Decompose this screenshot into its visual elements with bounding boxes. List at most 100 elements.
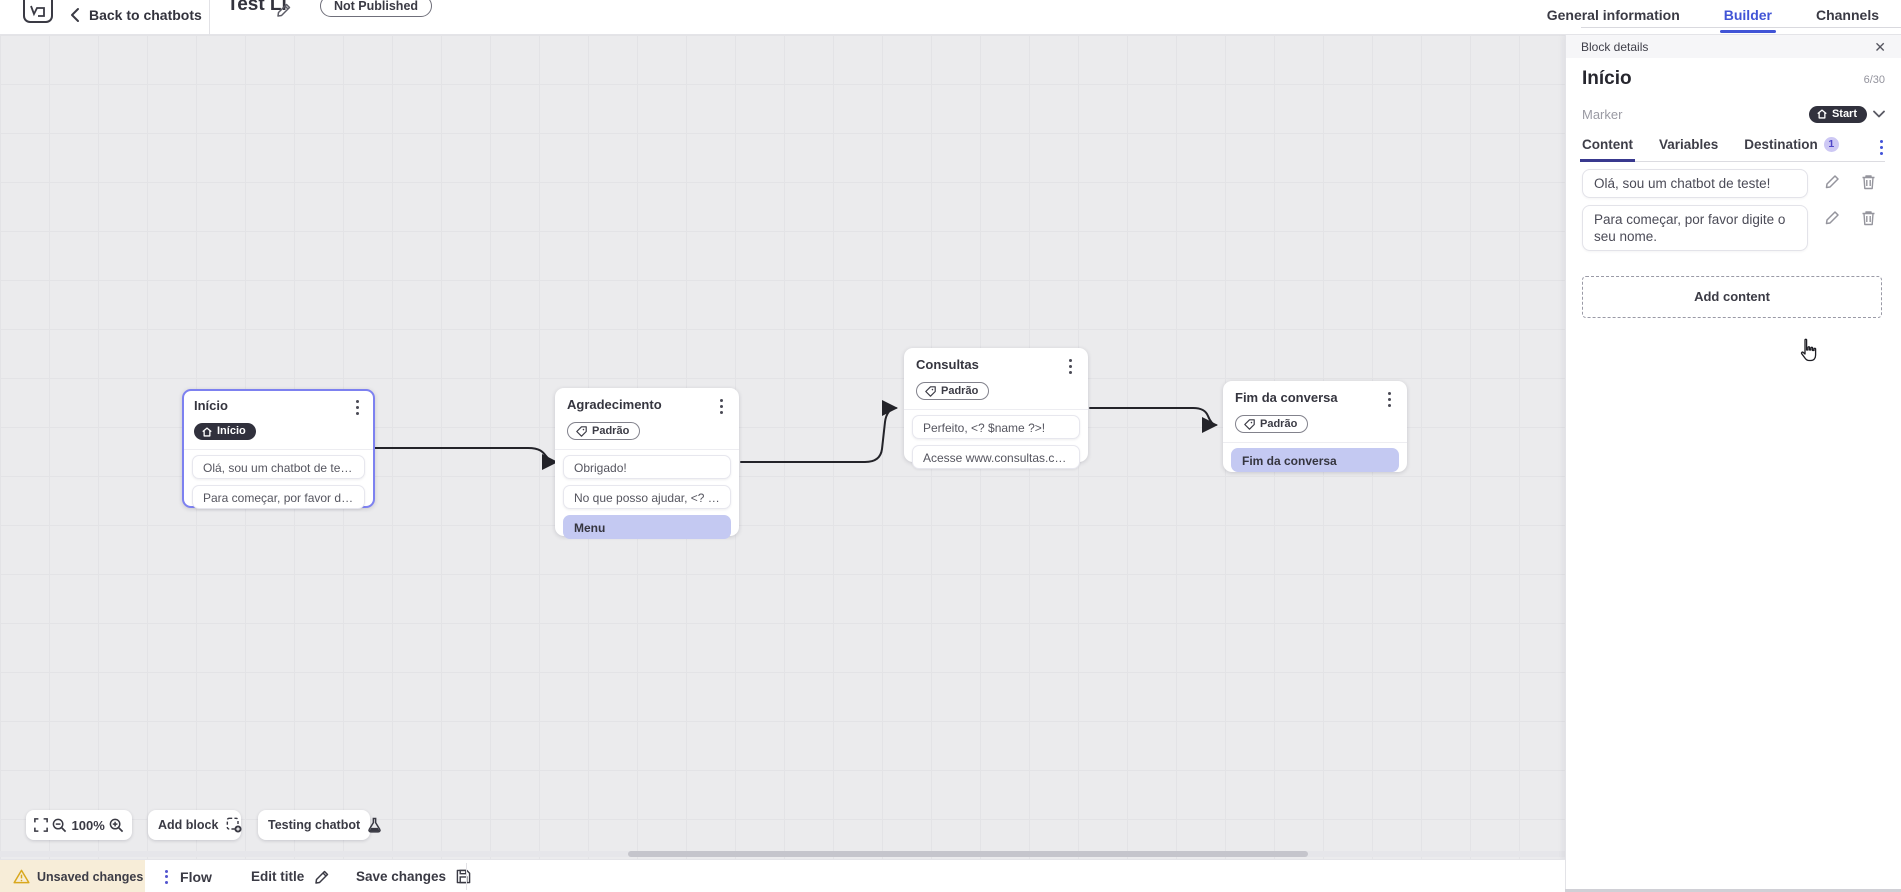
- flow-canvas[interactable]: Início Início Olá, sou um chatbot de tes…: [0, 35, 1565, 892]
- pencil-icon: [315, 870, 329, 884]
- bot-title: Test Li: [227, 0, 287, 15]
- block-item-fim[interactable]: Fim da conversa: [1231, 447, 1399, 472]
- block-item[interactable]: Olá, sou um chatbot de teste!: [192, 454, 365, 479]
- tabs-underline-track: [1581, 27, 1901, 28]
- marker-badge-label: Início: [217, 425, 246, 437]
- flow-block-inicio[interactable]: Início Início Olá, sou um chatbot de tes…: [182, 389, 375, 509]
- zoom-out-icon[interactable]: [52, 818, 67, 833]
- testing-chatbot-label: Testing chatbot: [268, 818, 361, 832]
- zoom-toolbar: 100%: [26, 810, 132, 840]
- add-content-button[interactable]: Add content: [1582, 275, 1882, 318]
- block-title: Fim da conversa: [1235, 390, 1338, 405]
- block-menu-icon[interactable]: [716, 397, 727, 416]
- flow-block-consultas[interactable]: Consultas Padrão Perfeito, <? $name ?>! …: [904, 348, 1088, 469]
- close-icon[interactable]: ✕: [1874, 38, 1886, 55]
- tag-icon: [1244, 418, 1255, 430]
- edit-title-icon[interactable]: [276, 2, 292, 18]
- tab-flow[interactable]: Flow: [147, 860, 230, 892]
- panel-menu-icon[interactable]: [1876, 138, 1887, 157]
- block-item[interactable]: Obrigado!: [563, 454, 731, 479]
- tag-badge-label: Padrão: [592, 424, 630, 437]
- save-changes-button[interactable]: Save changes: [348, 860, 479, 892]
- block-title: Agradecimento: [567, 397, 662, 412]
- marker-value-label: Start: [1831, 107, 1857, 120]
- block-item[interactable]: No que posso ajudar, <? $name ...: [563, 484, 731, 509]
- tag-badge-label: Padrão: [1260, 417, 1298, 430]
- chevron-left-icon: [71, 8, 79, 22]
- flow-tab-label: Flow: [180, 868, 212, 885]
- wire-agradecimento-consultas: [740, 400, 898, 463]
- tab-content-label: Content: [1582, 136, 1633, 152]
- flow-menu-icon[interactable]: [165, 869, 169, 884]
- panel-header-label: Block details: [1581, 39, 1649, 54]
- chevron-down-icon: [1873, 110, 1885, 118]
- topbar-divider: [209, 0, 210, 35]
- tab-variables[interactable]: Variables: [1659, 137, 1718, 152]
- tag-icon: [925, 385, 936, 397]
- back-to-chatbots-button[interactable]: Back to chatbots: [70, 0, 202, 30]
- content-message-row: Olá, sou um chatbot de teste!: [1582, 168, 1885, 198]
- tag-icon: [576, 425, 587, 437]
- marker-selector[interactable]: Start: [1808, 105, 1885, 123]
- destination-count-badge: 1: [1823, 136, 1839, 152]
- top-bar: Back to chatbots Test Li Not Published G…: [0, 0, 1901, 35]
- block-item[interactable]: Perfeito, <? $name ?>!: [912, 414, 1080, 439]
- add-block-button[interactable]: Add block: [148, 810, 242, 840]
- save-changes-label: Save changes: [356, 869, 447, 884]
- block-item-menu[interactable]: Menu: [563, 514, 731, 539]
- block-item[interactable]: Para começar, por favor digite o ...: [192, 484, 365, 509]
- tag-badge-label: Padrão: [941, 384, 979, 397]
- testing-chatbot-button[interactable]: Testing chatbot: [258, 810, 381, 840]
- fullscreen-icon[interactable]: [34, 818, 48, 832]
- tab-general-information[interactable]: General information: [1546, 7, 1680, 23]
- panel-block-title: Início: [1582, 68, 1632, 89]
- block-menu-icon[interactable]: [1384, 390, 1395, 409]
- main-tabs: General information Builder Channels: [1525, 0, 1901, 33]
- tag-badge: Padrão: [916, 382, 990, 400]
- logo-icon: [30, 5, 45, 17]
- block-title: Consultas: [916, 357, 979, 372]
- tab-builder[interactable]: Builder: [1702, 0, 1794, 33]
- tab-destination[interactable]: Destination 1: [1744, 136, 1839, 152]
- edit-title-button[interactable]: Edit title: [243, 860, 338, 892]
- add-block-icon: [226, 817, 242, 833]
- edit-message-icon[interactable]: [1824, 174, 1840, 190]
- app-logo[interactable]: [23, 0, 53, 23]
- block-title: Início: [194, 398, 228, 413]
- panel-header: Block details ✕: [1566, 35, 1901, 58]
- delete-message-icon[interactable]: [1861, 210, 1876, 226]
- panel-tabs: Content Variables Destination 1: [1580, 136, 1887, 162]
- save-icon: [456, 869, 471, 884]
- tab-destination-label: Destination: [1744, 136, 1818, 152]
- scrollbar-thumb[interactable]: [628, 851, 1308, 857]
- status-badge: Not Published: [320, 0, 433, 17]
- unsaved-changes-label: Unsaved changes: [37, 869, 144, 884]
- block-item[interactable]: Acesse www.consultas.com par...: [912, 444, 1080, 469]
- content-message-row: Para começar, por favor digite o seu nom…: [1582, 204, 1885, 251]
- tab-content[interactable]: Content: [1580, 136, 1635, 162]
- warning-icon: [13, 869, 30, 884]
- block-menu-icon[interactable]: [352, 398, 363, 417]
- message-text[interactable]: Para começar, por favor digite o seu nom…: [1582, 204, 1808, 251]
- bottom-bar: Unsaved changes Flow Edit title Save cha…: [0, 859, 1565, 892]
- back-label: Back to chatbots: [89, 7, 202, 23]
- delete-message-icon[interactable]: [1861, 174, 1876, 190]
- start-marker-badge: Início: [194, 423, 256, 440]
- flask-icon: [367, 817, 382, 833]
- block-details-panel: Block details ✕ Início 6/30 Marker Start: [1565, 35, 1901, 892]
- title-counter: 6/30: [1863, 74, 1885, 86]
- zoom-in-icon[interactable]: [109, 818, 124, 833]
- tag-badge: Padrão: [567, 422, 641, 440]
- bottombar-divider: [466, 863, 467, 890]
- edit-message-icon[interactable]: [1824, 210, 1840, 226]
- tab-variables-label: Variables: [1659, 136, 1719, 152]
- flow-block-fim-da-conversa[interactable]: Fim da conversa Padrão Fim da conversa: [1223, 381, 1407, 472]
- message-text[interactable]: Olá, sou um chatbot de teste!: [1582, 168, 1808, 198]
- block-menu-icon[interactable]: [1065, 357, 1076, 376]
- add-block-label: Add block: [158, 818, 219, 832]
- tab-channels[interactable]: Channels: [1815, 7, 1879, 23]
- flow-block-agradecimento[interactable]: Agradecimento Padrão Obrigado! No que po…: [555, 388, 739, 539]
- edit-title-label: Edit title: [251, 869, 305, 884]
- wire-consultas-fim: [1089, 407, 1218, 433]
- canvas-horizontal-scrollbar[interactable]: [0, 851, 1565, 857]
